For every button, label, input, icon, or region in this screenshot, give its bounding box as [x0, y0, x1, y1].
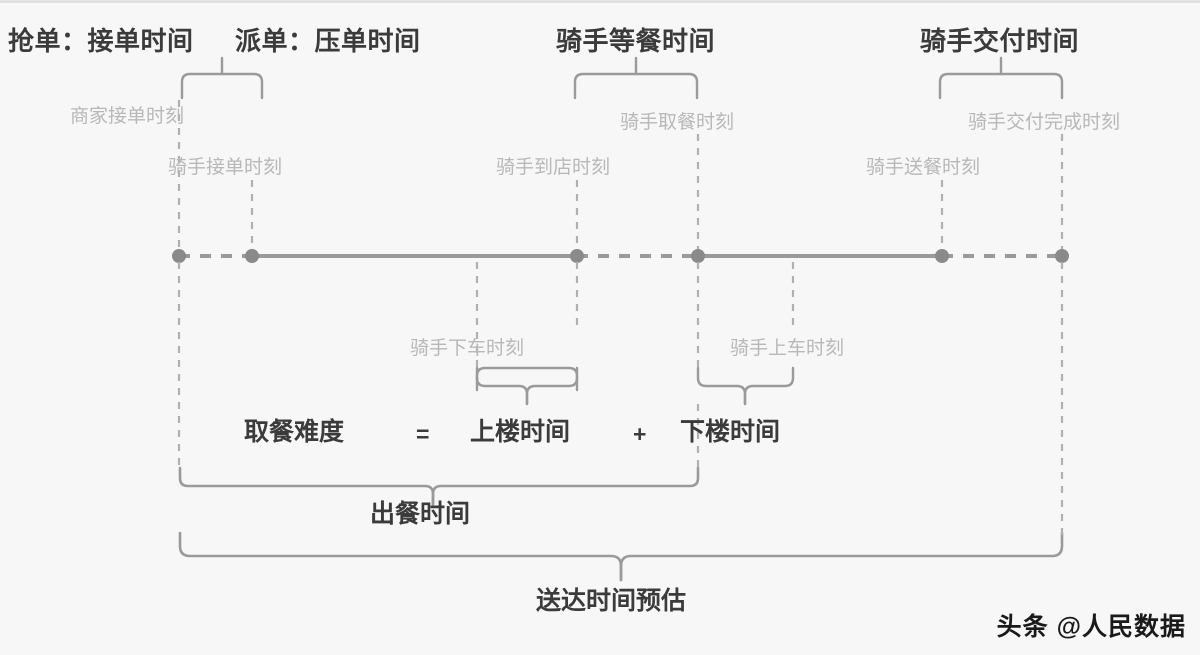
moment-label-rider-pickup: 骑手取餐时刻	[620, 112, 735, 133]
bracket-prep-time	[178, 404, 700, 506]
bracket-grab-order	[180, 56, 264, 100]
bracket-rider-delivery	[938, 56, 1064, 100]
formula-term-pickup-difficulty: 取餐难度	[244, 418, 345, 446]
drop-lines-lower	[177, 262, 795, 468]
span-label-prep-time: 出餐时间	[370, 500, 471, 528]
title-grab-order: 抢单：接单时间	[8, 26, 194, 56]
title-dispatch-order: 派单：压单时间	[235, 26, 421, 56]
timeline-node-rider-accept	[245, 249, 259, 263]
formula-term-upstairs-time: 上楼时间	[470, 418, 571, 446]
timeline-nodes	[172, 249, 1069, 263]
formula-term-downstairs-time: 下楼时间	[680, 418, 781, 446]
bracket-eta	[178, 262, 1064, 582]
drop-lines-upper	[177, 100, 1064, 252]
bracket-downstairs-time	[696, 366, 795, 406]
top-divider-rule	[0, 0, 1200, 3]
bracket-upstairs-time	[475, 366, 579, 406]
moment-label-rider-mount: 骑手上车时刻	[730, 338, 845, 359]
moment-label-rider-deliver: 骑手送餐时刻	[866, 157, 981, 178]
timeline-node-rider-pickup	[691, 249, 705, 263]
moment-label-rider-delivery-done: 骑手交付完成时刻	[968, 112, 1121, 133]
timeline-node-rider-arrive-store	[570, 249, 584, 263]
moment-label-rider-arrive-store: 骑手到店时刻	[496, 157, 611, 178]
timeline-node-merchant-accept	[172, 249, 186, 263]
timeline-node-rider-delivery-done	[1055, 249, 1069, 263]
moment-label-merchant-accept: 商家接单时刻	[70, 106, 185, 127]
formula-equals-sign: =	[416, 421, 430, 447]
moment-label-rider-dismount: 骑手下车时刻	[410, 338, 525, 359]
moment-label-rider-accept: 骑手接单时刻	[168, 157, 283, 178]
bracket-rider-wait-meal	[573, 56, 699, 100]
span-label-eta: 送达时间预估	[536, 587, 687, 615]
watermark: 头条 @人民数据	[996, 613, 1186, 641]
title-rider-wait-meal: 骑手等餐时间	[556, 26, 716, 56]
formula-plus-sign: +	[633, 421, 647, 447]
timeline-node-rider-deliver	[935, 249, 949, 263]
title-rider-delivery: 骑手交付时间	[920, 26, 1080, 56]
